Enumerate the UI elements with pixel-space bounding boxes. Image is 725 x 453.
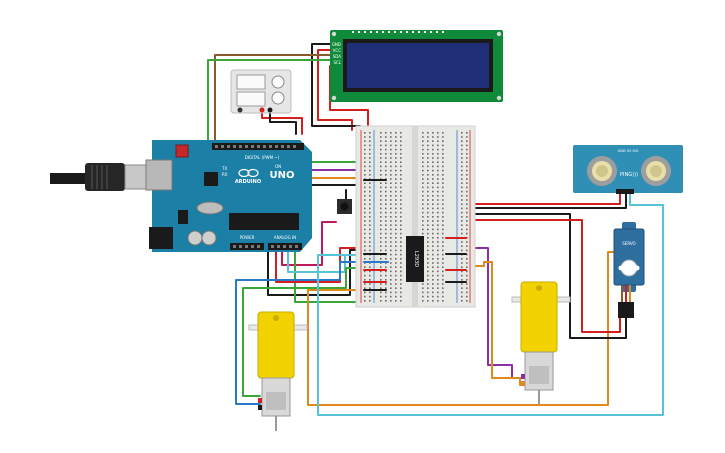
lcd-mounting-holes: [331, 31, 502, 101]
gear-motor-left-terminal-1[interactable]: [258, 398, 262, 403]
power-supply[interactable]: [230, 69, 292, 114]
power-supply-terminal-red[interactable]: [259, 107, 265, 113]
breadboard-center-channel: [412, 126, 418, 307]
arduino-tx-label: TX: [221, 166, 227, 171]
arduino-logo-icon: [238, 168, 259, 178]
wire-blue-motor1[interactable]: [235, 261, 373, 405]
gear-motor-right[interactable]: [511, 281, 571, 404]
lcd-pin-label-scl: SCL: [333, 60, 341, 65]
capacitor-2: [201, 230, 217, 246]
usb-plug[interactable]: [85, 163, 125, 191]
power-supply-display-bottom: [236, 91, 266, 107]
wire-ps-red[interactable]: [261, 111, 303, 135]
lcd-pin-label-gnd: GND: [332, 42, 341, 47]
gear-motor-left[interactable]: [248, 311, 308, 431]
servo-tab-top: [622, 222, 636, 230]
arduino-rx-label: RX: [222, 172, 228, 177]
power-label: POWER: [240, 235, 255, 240]
wire-lcd-sda[interactable]: [214, 54, 339, 141]
servo-motor[interactable]: SERVO: [613, 222, 645, 318]
pushbutton-cap[interactable]: [340, 202, 349, 211]
power-supply-terminal-black[interactable]: [267, 107, 273, 113]
lcd-pin-label-vcc: VCC: [333, 48, 342, 53]
icsp-header: [178, 210, 188, 224]
usb-port: [145, 159, 173, 191]
atmega-chip: [229, 213, 299, 230]
power-supply-display-top: [236, 74, 266, 90]
arduino-brand: ARDUINO: [235, 179, 261, 185]
ultrasonic-header-text: GND 5V SIG: [618, 149, 639, 153]
servo-cable: [621, 285, 631, 302]
breadboard-holes[interactable]: [364, 132, 468, 302]
wire-lcd-vcc[interactable]: [317, 49, 353, 131]
lcd-pin-label-sda: SDA: [333, 54, 342, 59]
servo-label: SERVO: [622, 241, 635, 246]
arduino-model: UNO: [270, 170, 295, 181]
wire-ps-black[interactable]: [269, 111, 297, 135]
reset-button[interactable]: [175, 144, 189, 158]
wire-green-motor1[interactable]: [242, 267, 373, 397]
servo-body: [613, 228, 645, 286]
wire-red-servo[interactable]: [471, 219, 621, 333]
breadboard[interactable]: L293D: [355, 125, 476, 308]
servo-connector[interactable]: [618, 302, 634, 318]
capacitor-1: [187, 230, 203, 246]
small-chip: [204, 172, 218, 186]
motor-driver-label: L293D: [413, 251, 419, 267]
digital-label: DIGITAL (PWM ~): [245, 155, 280, 160]
ultrasonic-pins[interactable]: [616, 189, 634, 194]
pushbutton[interactable]: [337, 199, 352, 214]
usb-plug-grip: [91, 165, 108, 189]
digital-header-pins: [215, 145, 296, 148]
gear-motor-left-terminal-2[interactable]: [258, 405, 262, 410]
power-jack: [149, 227, 173, 249]
wire-black-servo[interactable]: [471, 213, 627, 339]
wire-button-magenta[interactable]: [281, 221, 337, 266]
gear-motor-left-gearbox: [257, 311, 295, 379]
wire-red-sensor[interactable]: [469, 193, 621, 205]
ultrasonic-sensor[interactable]: GND 5V SIG PING))): [573, 145, 683, 194]
analog-label: ANALOG IN: [274, 235, 296, 240]
motor-driver-chip[interactable]: [406, 236, 424, 282]
wire-black-sensor[interactable]: [469, 193, 627, 209]
wire-orange-motor2[interactable]: [461, 261, 523, 386]
arduino-uno[interactable]: DIGITAL (PWM ~) ARDUINO UNO ON TX RX POW…: [50, 140, 312, 252]
wire-red-bottom[interactable]: [275, 247, 361, 283]
crystal: [196, 201, 224, 215]
wire-lcd-scl[interactable]: [207, 59, 339, 141]
ultrasonic-label: PING))): [620, 172, 638, 178]
gear-motor-right-terminal-1[interactable]: [521, 374, 525, 379]
power-supply-knob-top[interactable]: [271, 75, 285, 89]
wire-cyan-long[interactable]: [317, 193, 664, 416]
power-supply-knob-bottom[interactable]: [271, 91, 285, 105]
breadboard-jumpers: [363, 179, 467, 291]
power-supply-switch[interactable]: [237, 107, 243, 113]
lcd-top-pins: [352, 31, 444, 33]
arduino-on-label: ON: [275, 164, 281, 169]
power-analog-pins: [233, 245, 298, 248]
gear-motor-right-terminal-2[interactable]: [521, 381, 525, 386]
lcd-screen: [347, 43, 489, 88]
usb-cable: [50, 173, 85, 184]
lcd-display[interactable]: GND VCC SDA SCL: [330, 30, 503, 102]
gear-motor-right-gearbox: [520, 281, 558, 353]
wires: [207, 43, 664, 416]
